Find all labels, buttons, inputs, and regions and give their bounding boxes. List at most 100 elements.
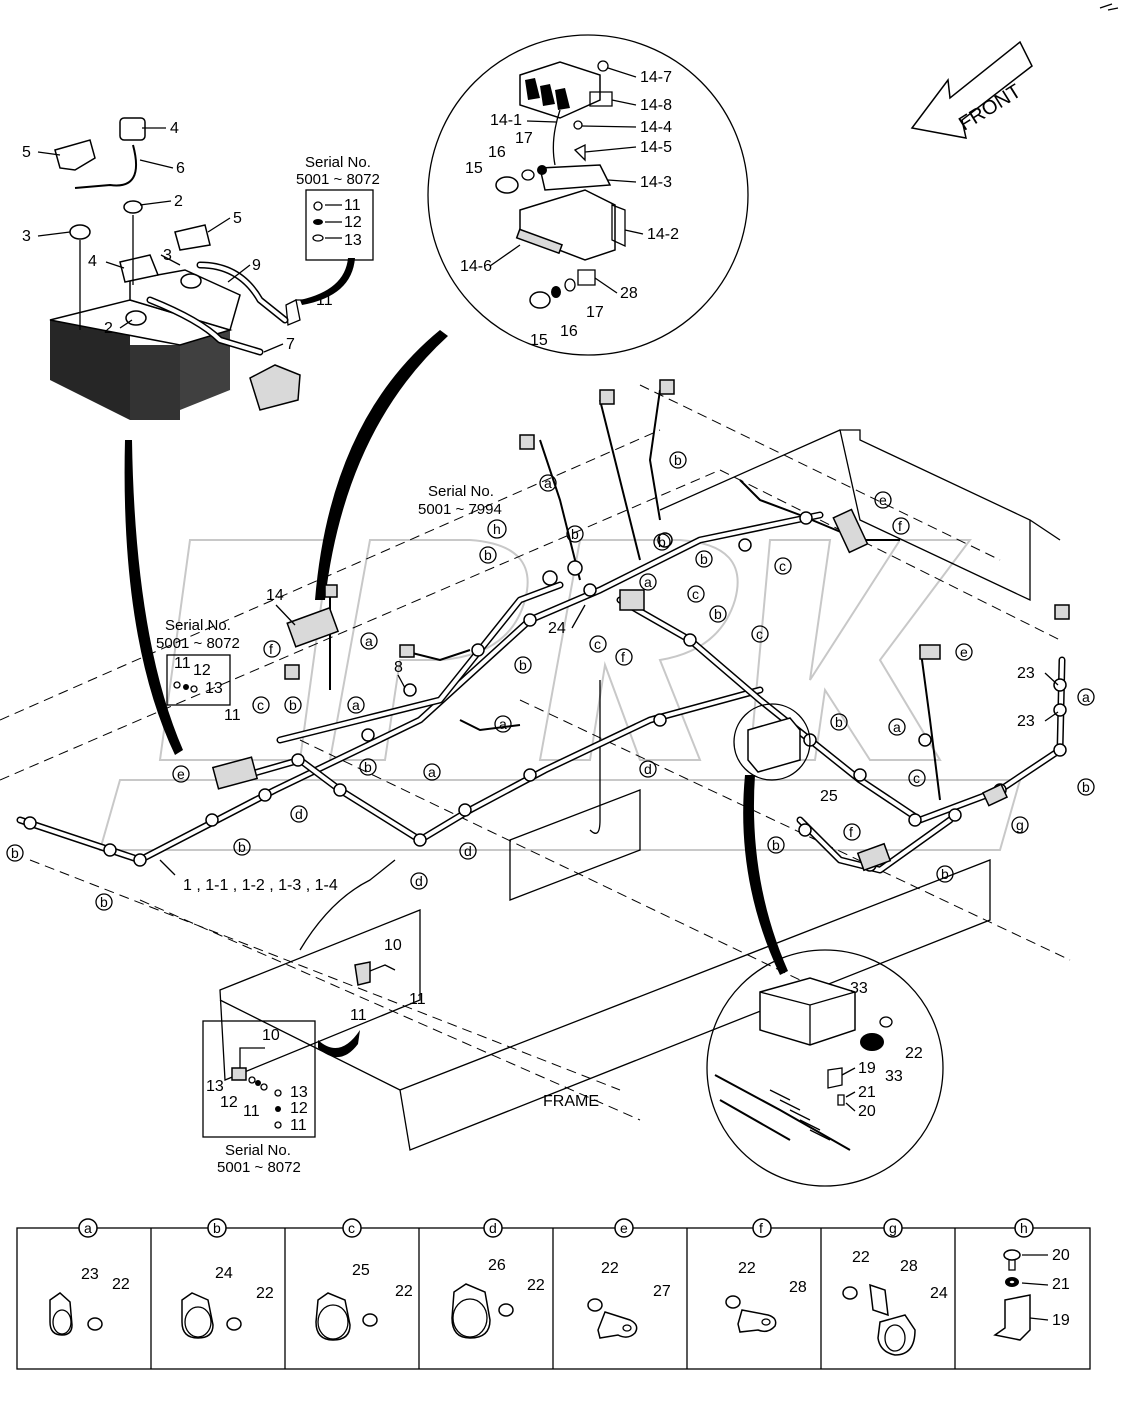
- svg-text:b: b: [700, 551, 708, 567]
- callout-a: a: [360, 632, 378, 650]
- callout-e: e: [172, 765, 190, 783]
- battery-assembly: [49, 117, 301, 420]
- part-label: 33: [885, 1068, 903, 1085]
- svg-text:24: 24: [215, 1265, 233, 1282]
- svg-text:c: c: [779, 558, 786, 574]
- frame-outline: [0, 384, 1071, 1151]
- serial-title: Serial No.: [225, 1142, 291, 1159]
- callout-a: a: [494, 715, 512, 733]
- callout-c: c: [589, 635, 607, 653]
- callout-b: b: [514, 656, 532, 674]
- part-label: 23: [1017, 665, 1035, 682]
- svg-text:d: d: [464, 843, 472, 859]
- serial-item: 12: [290, 1100, 308, 1117]
- serial-bottom: 10 13 12 11 13 12 11 Serial No. 5001 ~ 8…: [202, 1020, 316, 1176]
- callout-a: a: [423, 763, 441, 781]
- corner-mark: [1099, 3, 1119, 11]
- svg-text:b: b: [364, 759, 372, 775]
- callout-a: a: [1077, 688, 1095, 706]
- part-label: 5: [233, 210, 242, 227]
- legend-cell-c: c 25 22: [315, 1218, 413, 1341]
- callout-a: a: [888, 718, 906, 736]
- svg-text:e: e: [177, 766, 185, 782]
- part-label: 11: [224, 707, 241, 724]
- callout-b: b: [95, 893, 113, 911]
- serial-item: 12: [220, 1094, 238, 1111]
- svg-text:g: g: [1016, 817, 1024, 833]
- callout-f: f: [615, 648, 633, 666]
- main-harness: [16, 379, 1070, 874]
- svg-text:f: f: [849, 824, 853, 840]
- legend-cell-a: a 23 22: [49, 1218, 130, 1336]
- svg-text:a: a: [352, 697, 360, 713]
- part-label: 14-7: [640, 69, 672, 86]
- serial-center: Serial No. 5001 ~ 7994: [418, 483, 502, 518]
- callout-d: d: [459, 842, 477, 860]
- part-label: 2: [104, 320, 113, 337]
- serial-item: 13: [344, 232, 362, 249]
- part-label: 20: [858, 1103, 876, 1120]
- svg-text:f: f: [759, 1220, 763, 1236]
- callout-b: b: [479, 546, 497, 564]
- part-label: 15: [465, 160, 483, 177]
- serial-item: 10: [262, 1027, 280, 1044]
- callout-b: b: [233, 838, 251, 856]
- part-label: 1 , 1-1 , 1-2 , 1-3 , 1-4: [183, 877, 338, 894]
- callout-b: b: [709, 605, 727, 623]
- callout-b: b: [566, 525, 584, 543]
- serial-item: 11: [174, 655, 191, 672]
- callout-d: d: [410, 872, 428, 890]
- svg-text:22: 22: [601, 1260, 619, 1277]
- harness-labels: 14 8 11 24 23 23 25 1 , 1-1 , 1-2 , 1-3 …: [159, 587, 1059, 1024]
- clip-legend: a 23 22 b 24 22 c 25 22: [16, 1218, 1091, 1370]
- part-label: 4: [170, 120, 179, 137]
- svg-text:24: 24: [930, 1285, 948, 1302]
- part-label: 16: [488, 144, 506, 161]
- callout-c: c: [908, 769, 926, 787]
- svg-text:b: b: [1082, 779, 1090, 795]
- callout-e: e: [955, 643, 973, 661]
- svg-text:f: f: [898, 518, 902, 534]
- svg-text:21: 21: [1052, 1276, 1070, 1293]
- callout-g: g: [1011, 816, 1029, 834]
- part-label: 33: [850, 980, 868, 997]
- serial-range: 5001 ~ 8072: [156, 635, 240, 652]
- callout-b: b: [767, 836, 785, 854]
- part-label: 3: [163, 247, 172, 264]
- part-label: 28: [620, 285, 638, 302]
- part-label: 24: [548, 620, 566, 637]
- svg-text:22: 22: [256, 1285, 274, 1302]
- serial-item: 11: [243, 1103, 260, 1120]
- svg-text:23: 23: [81, 1266, 99, 1283]
- svg-text:e: e: [960, 644, 968, 660]
- serial-item: 13: [290, 1084, 308, 1101]
- svg-text:22: 22: [112, 1276, 130, 1293]
- part-label: 2: [174, 193, 183, 210]
- part-label: 4: [88, 253, 97, 270]
- svg-text:c: c: [756, 626, 763, 642]
- callout-b: b: [1077, 778, 1095, 796]
- svg-text:d: d: [489, 1220, 497, 1236]
- junction-box-detail: 33 22 19 33 21 20: [706, 949, 944, 1187]
- svg-text:b: b: [289, 697, 297, 713]
- bracket-labels: 14-7 14-8 14-1 14-4 17 16 14-5 15 14-3 1…: [460, 67, 679, 349]
- callouts: a a a a a a a a b b b b b b b b b b b b …: [6, 451, 1095, 911]
- svg-text:d: d: [644, 761, 652, 777]
- svg-text:b: b: [484, 547, 492, 563]
- svg-text:a: a: [84, 1220, 92, 1236]
- svg-text:a: a: [1082, 689, 1090, 705]
- serial-box-top: Serial No. 5001 ~ 8072 11 12 13: [296, 154, 380, 261]
- callout-b: b: [359, 758, 377, 776]
- svg-text:d: d: [295, 806, 303, 822]
- callout-f: f: [263, 640, 281, 658]
- svg-text:c: c: [913, 770, 920, 786]
- serial-item: 11: [290, 1117, 307, 1134]
- svg-text:b: b: [941, 866, 949, 882]
- legend-cell-d: d 26 22: [451, 1218, 545, 1339]
- svg-text:b: b: [100, 894, 108, 910]
- frame-label: FRAME: [543, 1093, 599, 1110]
- serial-item: 12: [344, 214, 362, 231]
- part-label: 5: [22, 144, 31, 161]
- svg-text:22: 22: [738, 1260, 756, 1277]
